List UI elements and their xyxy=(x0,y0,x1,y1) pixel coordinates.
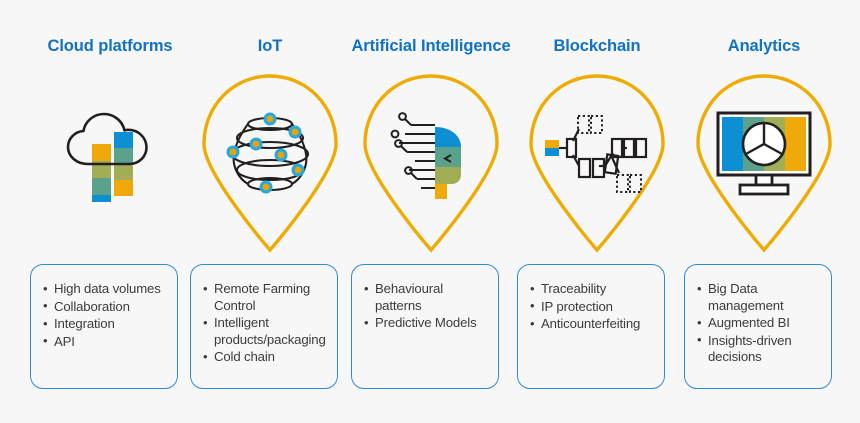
column-artificial-intelligence: Artificial Intelligence xyxy=(345,0,517,423)
bullet-list-cloud-platforms: High data volumes Collaboration Integrat… xyxy=(31,265,177,350)
analytics-monitor-pie-chart-icon xyxy=(678,100,850,208)
bullet-list-analytics: Big Data management Augmented BI Insight… xyxy=(685,265,831,366)
column-iot: IoT xyxy=(184,0,356,423)
heading-analytics: Analytics xyxy=(727,37,801,55)
map-pin-outline-analytics xyxy=(682,66,846,254)
column-blockchain: Blockchain xyxy=(511,0,683,423)
column-cloud-platforms: Cloud platforms High xyxy=(24,0,196,423)
cloud-bar-chart-icon xyxy=(24,100,196,208)
bullet-list-artificial-intelligence: Behavioural patterns Predictive Models xyxy=(352,265,498,332)
list-item: Behavioural patterns xyxy=(364,281,490,314)
heading-blockchain: Blockchain xyxy=(553,37,641,55)
map-pin-outline-iot xyxy=(188,66,352,254)
list-item: Integration xyxy=(43,316,169,333)
list-item: Collaboration xyxy=(43,298,169,316)
heading-cloud-platforms: Cloud platforms xyxy=(47,37,173,55)
heading-iot: IoT xyxy=(257,37,283,55)
bullet-box-artificial-intelligence: Behavioural patterns Predictive Models xyxy=(351,264,499,389)
map-pin-outline-blockchain xyxy=(515,66,679,254)
list-item: API xyxy=(43,333,169,351)
bullet-box-blockchain: Traceability IP protection Anticounterfe… xyxy=(517,264,665,389)
list-item: IP protection xyxy=(530,298,656,316)
map-pin-outline-artificial-intelligence xyxy=(349,66,513,254)
list-item: Intelligent products/packaging xyxy=(203,315,329,348)
list-item: Anticounterfeiting xyxy=(530,316,656,333)
column-analytics: Analytics xyxy=(678,0,850,423)
bullet-list-iot: Remote Farming Control Intelligent produ… xyxy=(191,265,337,366)
list-item: Insights-driven decisions xyxy=(697,332,823,366)
bullet-box-cloud-platforms: High data volumes Collaboration Integrat… xyxy=(30,264,178,389)
bullet-list-blockchain: Traceability IP protection Anticounterfe… xyxy=(518,265,664,333)
list-item: Big Data management xyxy=(697,281,823,314)
list-item: Cold chain xyxy=(203,349,329,366)
bullet-box-iot: Remote Farming Control Intelligent produ… xyxy=(190,264,338,389)
list-item: Remote Farming Control xyxy=(203,281,329,314)
ai-head-circuit-icon xyxy=(345,100,517,208)
list-item: Augmented BI xyxy=(697,315,823,332)
bullet-box-analytics: Big Data management Augmented BI Insight… xyxy=(684,264,832,389)
list-item: High data volumes xyxy=(43,281,169,298)
list-item: Traceability xyxy=(530,281,656,298)
list-item: Predictive Models xyxy=(364,315,490,332)
iot-network-sphere-icon xyxy=(184,100,356,208)
heading-artificial-intelligence: Artificial Intelligence xyxy=(351,37,511,55)
blockchain-blocks-icon xyxy=(511,100,683,208)
